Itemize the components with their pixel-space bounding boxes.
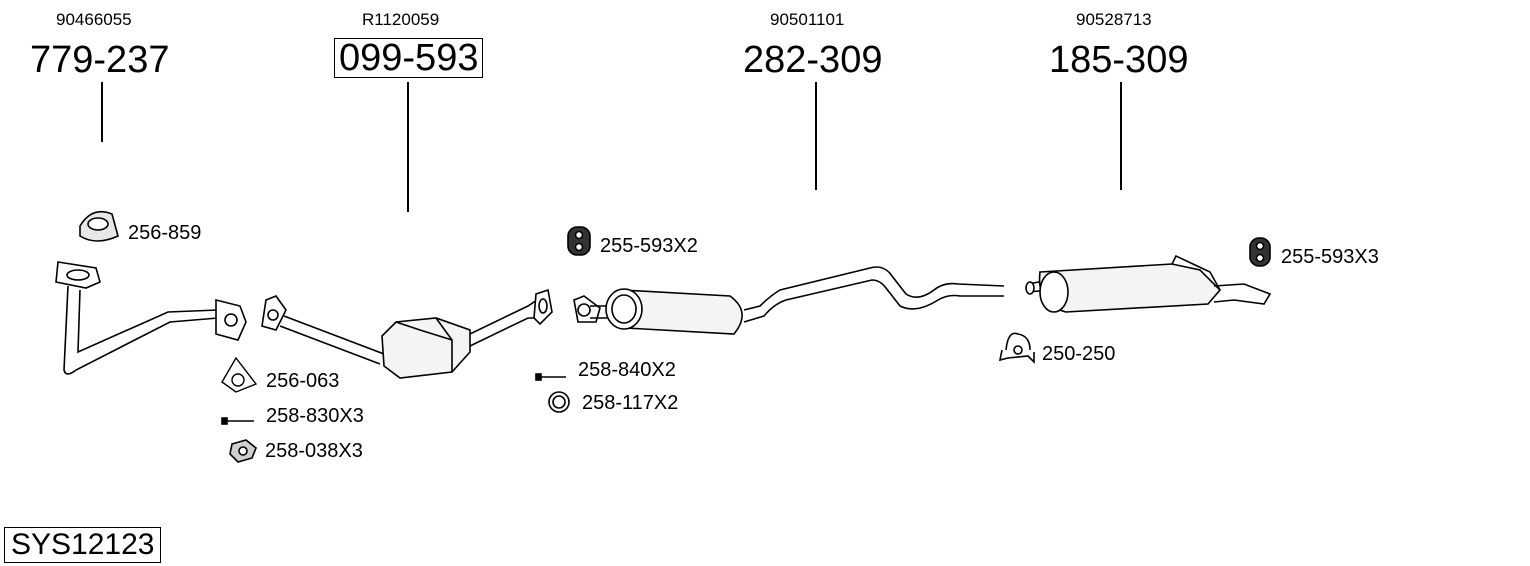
accessory-label-255-593x2[interactable]: 255-593X2 — [600, 235, 698, 257]
bolt-icon — [221, 417, 254, 425]
part-number-779-237[interactable]: 779-237 — [30, 39, 170, 81]
front-pipe-drawing — [55, 261, 247, 375]
part-number-099-593[interactable]: 099-593 — [334, 38, 484, 78]
accessory-label-258-117x2[interactable]: 258-117X2 — [582, 392, 679, 414]
ref-number-r1120059: R1120059 — [362, 10, 440, 29]
middle-silencer-drawing — [573, 266, 1005, 335]
system-code: SYS12123 — [4, 527, 162, 563]
accessory-label-256-859[interactable]: 256-859 — [128, 222, 202, 244]
ref-number-90528713: 90528713 — [1076, 10, 1152, 29]
accessory-label-258-038x3[interactable]: 258-038X3 — [265, 440, 363, 462]
accessory-label-250-250[interactable]: 250-250 — [1042, 343, 1116, 365]
accessory-label-258-830x3[interactable]: 258-830X3 — [266, 405, 364, 427]
rear-silencer-drawing — [1025, 254, 1272, 313]
accessory-label-258-840x2[interactable]: 258-840X2 — [578, 359, 676, 381]
ring-gasket-icon — [548, 391, 570, 413]
hanger-rubber-rear-icon — [1249, 237, 1271, 267]
ref-number-90501101: 90501101 — [770, 10, 845, 29]
long-bolt-icon — [535, 373, 566, 381]
part-number-282-309[interactable]: 282-309 — [743, 39, 883, 81]
clamp-icon — [998, 332, 1035, 364]
flange-gasket-icon — [221, 356, 258, 393]
accessory-label-255-593x3[interactable]: 255-593X3 — [1281, 246, 1379, 268]
accessory-label-256-063[interactable]: 256-063 — [266, 370, 340, 392]
catalytic-converter-drawing — [261, 288, 553, 379]
ref-number-90466055: 90466055 — [56, 10, 132, 29]
gasket-icon — [79, 210, 119, 242]
part-number-185-309[interactable]: 185-309 — [1049, 39, 1189, 81]
nut-icon — [229, 439, 257, 463]
hanger-rubber-icon — [567, 226, 591, 256]
